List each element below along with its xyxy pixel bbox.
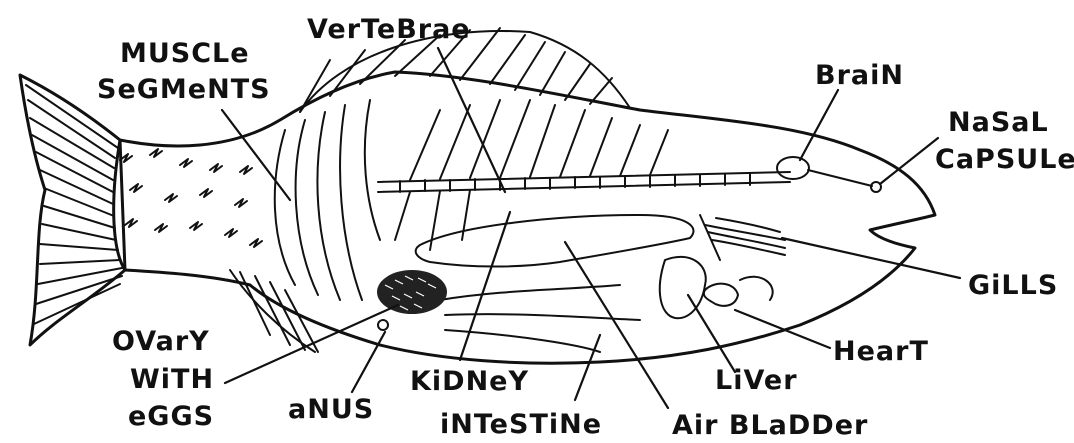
leader-kidney bbox=[460, 212, 510, 360]
label-nasal-line1: NaSaL bbox=[948, 107, 1049, 138]
label-brain: BraiN bbox=[815, 60, 904, 91]
leader-intestine bbox=[575, 335, 600, 400]
heart-organ bbox=[704, 277, 773, 306]
vertebral-column bbox=[378, 100, 790, 250]
gills-organ bbox=[700, 215, 785, 260]
label-intestine: iNTeSTiNe bbox=[440, 409, 602, 440]
label-ovary-line2: WiTH bbox=[130, 364, 214, 395]
label-gills: GiLLS bbox=[968, 270, 1058, 301]
anus-organ bbox=[378, 320, 388, 330]
leader-brain bbox=[800, 90, 838, 160]
label-muscle-line1: MUSCLe bbox=[120, 38, 250, 69]
muscle-scale-marks bbox=[120, 149, 262, 247]
leader-heart bbox=[735, 310, 830, 348]
air-bladder-organ bbox=[416, 215, 694, 267]
label-nasal-line2: CaPSULe bbox=[935, 144, 1074, 175]
label-heart: HearT bbox=[833, 336, 929, 367]
label-air-bladder: Air BLaDDer bbox=[672, 410, 868, 441]
label-liver: LiVer bbox=[715, 365, 798, 396]
leader-vertebrae bbox=[438, 48, 505, 192]
liver-organ bbox=[660, 257, 706, 318]
tail-fin bbox=[20, 75, 125, 345]
label-ovary-line1: OVarY bbox=[112, 326, 210, 357]
label-muscle-line2: SeGMeNTS bbox=[97, 74, 271, 105]
brain-organ bbox=[777, 157, 881, 192]
leader-gills bbox=[782, 238, 960, 278]
label-ovary-line3: eGGS bbox=[128, 401, 214, 432]
label-kidney: KiDNeY bbox=[410, 366, 529, 397]
ovary-organ bbox=[377, 270, 447, 314]
label-anus: aNUS bbox=[288, 394, 374, 425]
intestine-organ bbox=[440, 285, 640, 352]
label-vertebrae: VerTeBrae bbox=[307, 14, 471, 45]
leader-liver bbox=[688, 295, 735, 372]
